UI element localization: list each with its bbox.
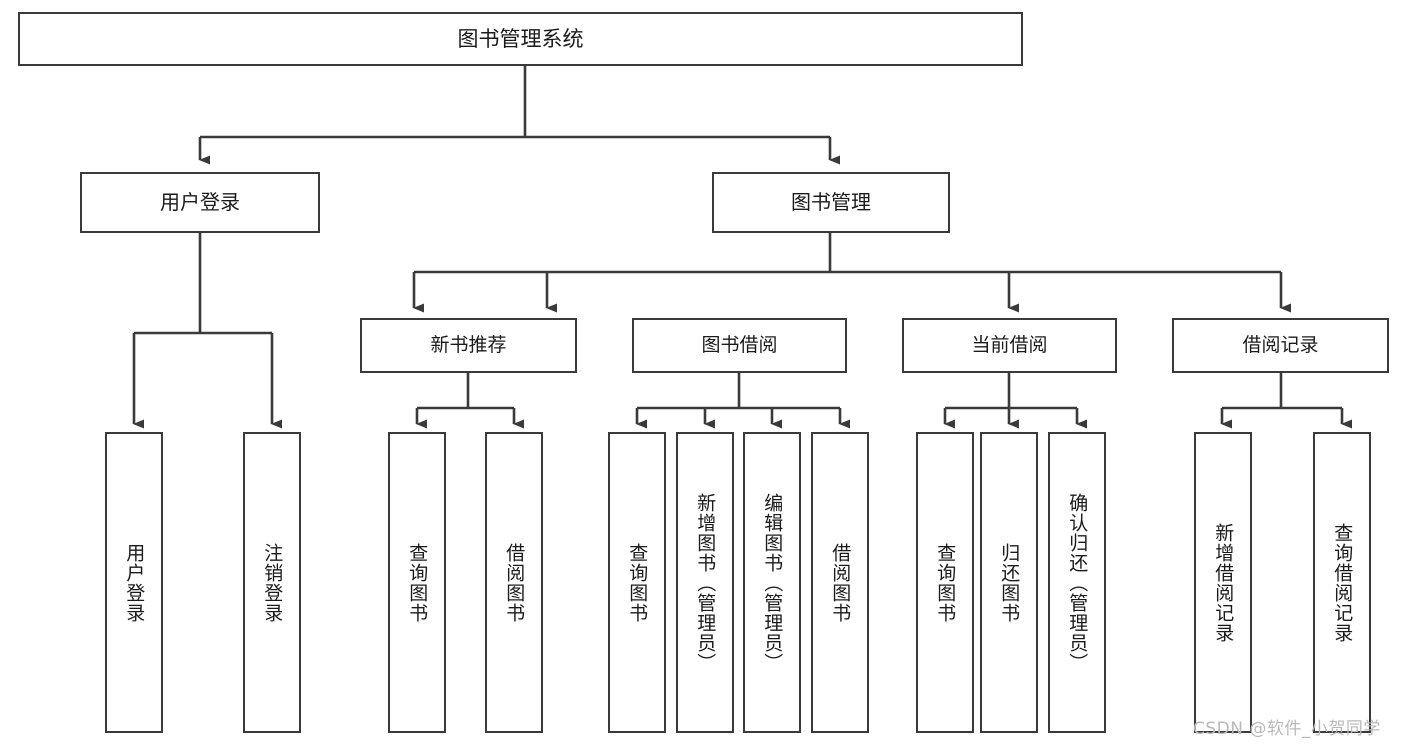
node-label: 编辑图书（管理员） [761, 492, 784, 673]
node-label: 当前借阅 [971, 334, 1048, 357]
node-label: 注销登录 [261, 542, 284, 623]
node-leaf-return-book[interactable]: 归还图书 [980, 432, 1038, 733]
node-leaf-user-login[interactable]: 用户登录 [105, 432, 163, 733]
node-label: 用户登录 [123, 542, 146, 623]
node-new-book-recommend[interactable]: 新书推荐 [360, 318, 577, 373]
node-label: 新书推荐 [430, 334, 507, 357]
node-leaf-query-record[interactable]: 查询借阅记录 [1313, 432, 1371, 733]
node-label: 新增图书（管理员） [694, 492, 717, 673]
node-leaf-query-book-2[interactable]: 查询图书 [608, 432, 666, 733]
node-label: 图书管理系统 [457, 26, 584, 51]
node-leaf-add-record[interactable]: 新增借阅记录 [1194, 432, 1252, 733]
node-book-manage[interactable]: 图书管理 [712, 172, 950, 233]
node-leaf-query-book-1[interactable]: 查询图书 [388, 432, 446, 733]
node-label: 确认归还（管理员） [1066, 492, 1089, 673]
node-label: 借阅图书 [829, 542, 852, 623]
node-label: 查询借阅记录 [1331, 522, 1354, 643]
node-label: 图书借阅 [701, 334, 778, 357]
node-book-management-system[interactable]: 图书管理系统 [18, 12, 1023, 66]
node-label: 图书管理 [791, 189, 871, 214]
node-user-login[interactable]: 用户登录 [80, 172, 320, 233]
node-label: 新增借阅记录 [1212, 522, 1235, 643]
node-leaf-edit-book[interactable]: 编辑图书（管理员） [743, 432, 801, 733]
node-label: 查询图书 [934, 542, 957, 623]
csdn-watermark: CSDN @软件_小贺同学 [1193, 719, 1381, 739]
node-label: 查询图书 [406, 542, 429, 623]
node-leaf-confirm-return[interactable]: 确认归还（管理员） [1048, 432, 1106, 733]
node-borrow-record[interactable]: 借阅记录 [1172, 318, 1389, 373]
node-label: 借阅记录 [1242, 334, 1319, 357]
node-leaf-borrow-book-1[interactable]: 借阅图书 [485, 432, 543, 733]
node-leaf-borrow-book-2[interactable]: 借阅图书 [811, 432, 869, 733]
node-leaf-user-logout[interactable]: 注销登录 [243, 432, 301, 733]
node-leaf-query-book-3[interactable]: 查询图书 [916, 432, 974, 733]
node-current-borrow[interactable]: 当前借阅 [902, 318, 1117, 373]
node-label: 归还图书 [998, 542, 1021, 623]
node-label: 查询图书 [626, 542, 649, 623]
node-label: 借阅图书 [503, 542, 526, 623]
node-label: 用户登录 [160, 189, 240, 214]
node-leaf-add-book[interactable]: 新增图书（管理员） [676, 432, 734, 733]
node-book-borrow[interactable]: 图书借阅 [632, 318, 847, 373]
